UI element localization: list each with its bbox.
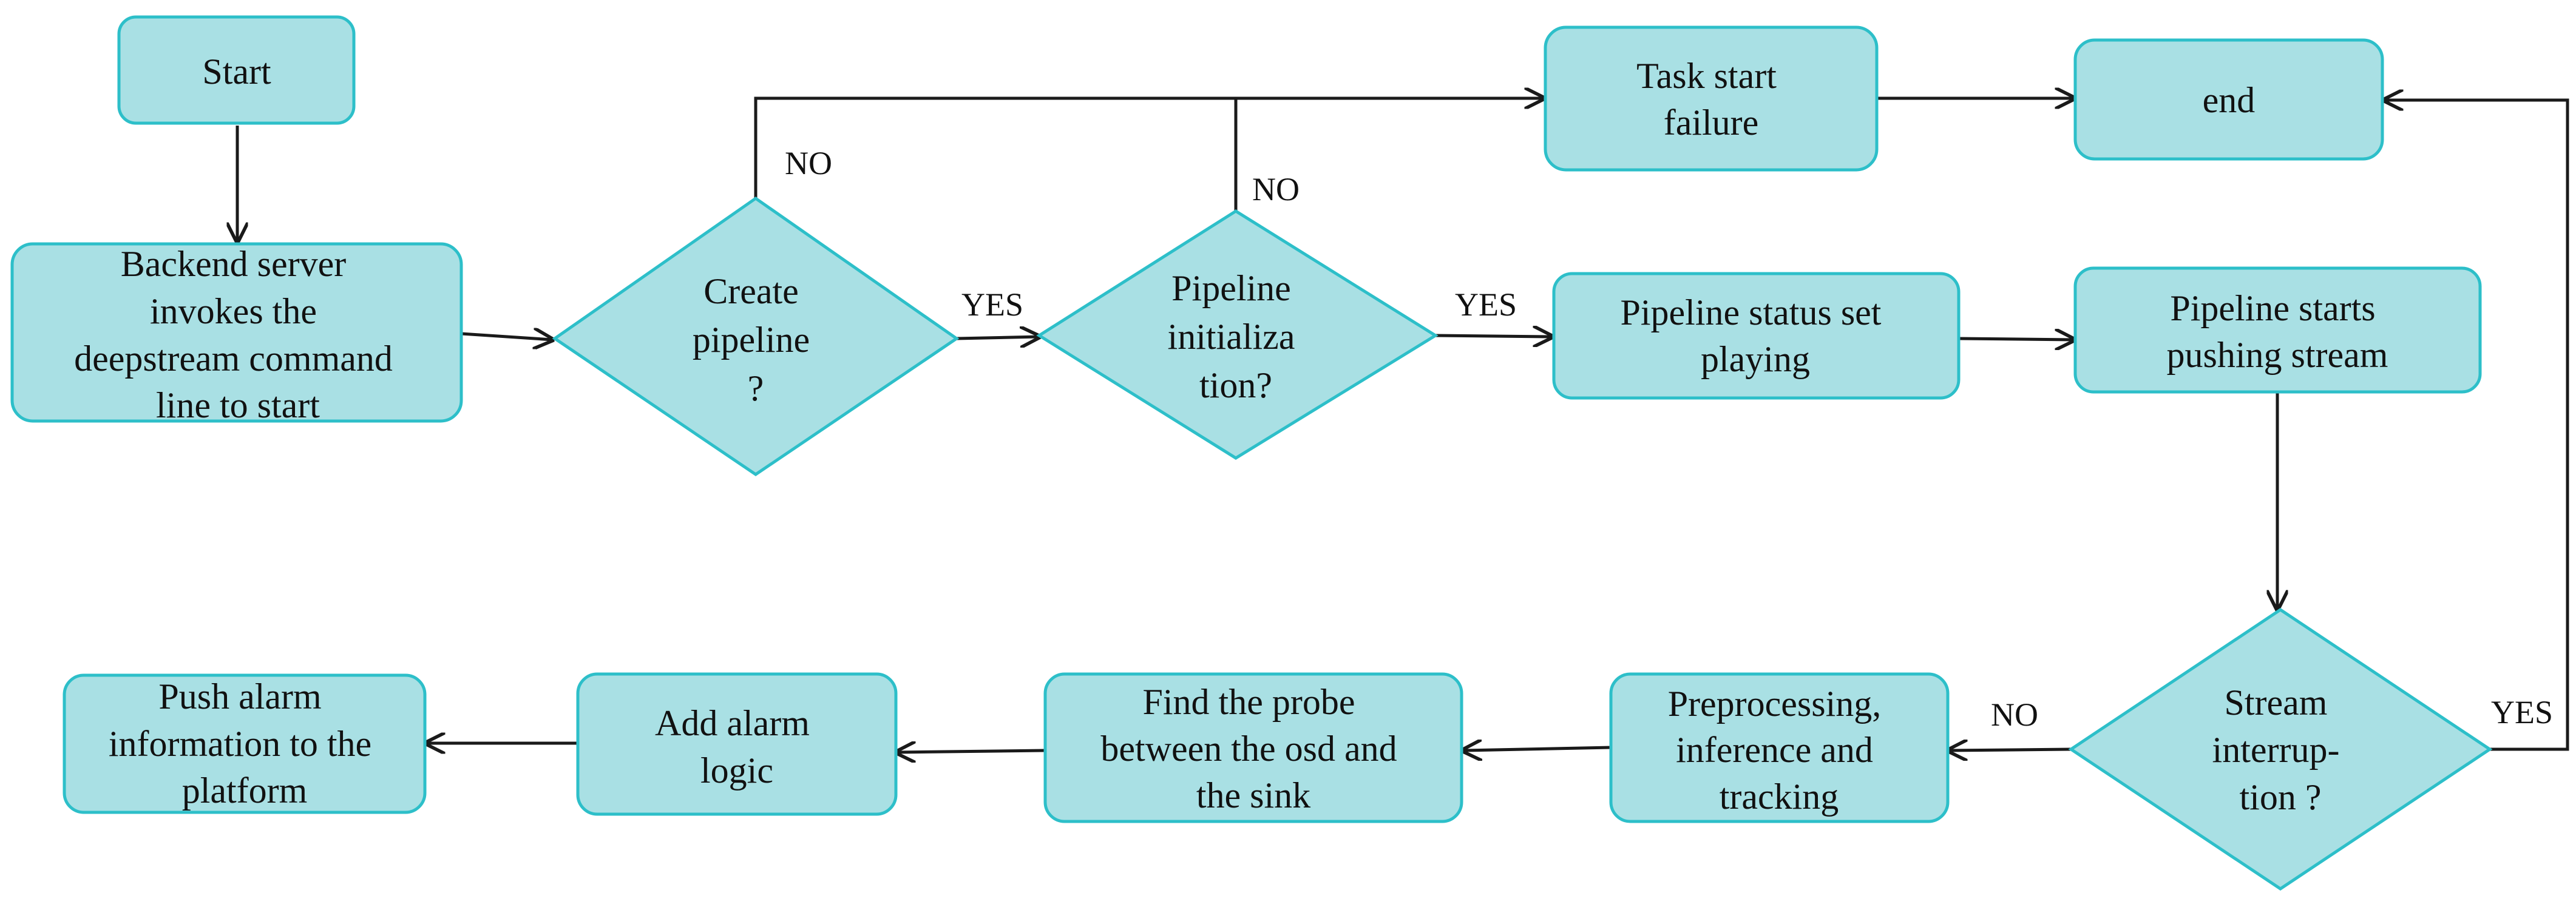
node-preprocess-label: Preprocessing, inference and tracking xyxy=(1668,684,1891,817)
edge-stream-interrupt-to-preprocess xyxy=(1948,749,2072,750)
node-push-alarm: Push alarm information to the platform xyxy=(63,673,427,814)
node-preprocess-line-1: Preprocessing, xyxy=(1668,684,1882,724)
node-status-playing: Pipeline status set playing xyxy=(1552,272,1961,400)
node-stream-interrupt-label: Stream interrup- tion ? xyxy=(2212,683,2349,817)
node-preprocess: Preprocessing, inference and tracking xyxy=(1609,672,1950,823)
node-push-alarm-line-3: platform xyxy=(182,770,308,811)
node-create-pipeline-shape xyxy=(552,196,960,477)
node-push-alarm-label: Push alarm information to the platform xyxy=(109,676,381,811)
node-alarm-logic-line-1: Add alarm xyxy=(655,703,810,743)
node-task-fail-shape xyxy=(1544,25,1879,172)
edge-probe-to-alarm-logic xyxy=(897,750,1046,752)
node-stream-interrupt-line-1: Stream xyxy=(2225,683,2328,723)
node-end-shape xyxy=(2073,38,2384,161)
node-task-fail-line-2: failure xyxy=(1664,103,1759,143)
edge-label-pipeline-init-no: NO xyxy=(1252,171,1300,207)
node-stream-interrupt-line-3: tion ? xyxy=(2240,777,2322,817)
node-pipeline-init-line-2: initializa xyxy=(1168,317,1295,357)
node-status-playing-line-1: Pipeline status set xyxy=(1621,292,1882,332)
edge-label-pipeline-init-yes: YES xyxy=(1455,286,1517,323)
node-push-stream-line-1: Pipeline starts xyxy=(2170,288,2375,328)
node-push-stream-label: Pipeline starts pushing stream xyxy=(2167,288,2388,375)
node-probe-line-3: the sink xyxy=(1196,775,1310,815)
node-push-stream-shape xyxy=(2073,266,2482,394)
node-pipeline-init-line-3: tion? xyxy=(1199,365,1272,405)
edge-labels: YES NO NO YES YES NO xyxy=(785,145,2553,733)
edge-create-pipeline-to-pipeline-init xyxy=(956,337,1039,339)
node-create-pipeline-line-2: pipeline xyxy=(693,320,810,360)
node-status-playing-line-2: playing xyxy=(1701,339,1810,379)
node-probe-line-1: Find the probe xyxy=(1143,682,1355,722)
node-stream-interrupt: Stream interrup- tion ? xyxy=(2068,607,2493,891)
node-preprocess-line-2: inference and xyxy=(1676,730,1873,770)
node-alarm-logic-line-2: logic xyxy=(700,750,773,791)
node-status-playing-label: Pipeline status set playing xyxy=(1621,292,1891,379)
node-task-fail: Task start failure xyxy=(1544,25,1879,172)
node-backend-line-1: Backend server xyxy=(121,244,347,284)
node-probe: Find the probe between the osd and the s… xyxy=(1043,672,1463,823)
node-probe-line-2: between the osd and xyxy=(1100,729,1397,769)
node-start-shape xyxy=(117,15,356,125)
edge-pipeline-init-to-status-playing xyxy=(1435,335,1552,337)
node-push-alarm-line-2: information to the xyxy=(109,724,371,764)
node-pipeline-init-line-1: Pipeline xyxy=(1171,268,1291,308)
node-probe-label: Find the probe between the osd and the s… xyxy=(1100,682,1406,815)
edge-label-create-pipeline-no: NO xyxy=(785,145,832,181)
edge-preprocess-to-probe xyxy=(1463,747,1612,750)
edge-label-create-pipeline-yes: YES xyxy=(961,286,1023,323)
node-pipeline-init: Pipeline initializa tion? xyxy=(1036,209,1439,460)
edge-backend-to-create-pipeline xyxy=(461,334,552,340)
node-backend: Backend server invokes the deepstream co… xyxy=(10,242,463,425)
node-start: Start xyxy=(117,15,356,125)
node-task-fail-line-1: Task start xyxy=(1636,56,1777,96)
node-task-fail-label: Task start failure xyxy=(1636,56,1786,143)
edge-status-playing-to-push-stream xyxy=(1958,339,2074,340)
node-pipeline-init-shape xyxy=(1036,209,1439,460)
node-create-pipeline-line-1: Create xyxy=(703,271,799,311)
node-pipeline-init-label: Pipeline initializa tion? xyxy=(1168,268,1304,405)
node-status-playing-shape xyxy=(1552,272,1961,400)
node-stream-interrupt-line-2: interrup- xyxy=(2212,730,2340,770)
node-backend-shape xyxy=(10,242,463,423)
node-push-stream: Pipeline starts pushing stream xyxy=(2073,266,2482,394)
node-alarm-logic-shape xyxy=(576,672,898,816)
edge-label-stream-interrupt-no: NO xyxy=(1991,696,2038,733)
node-preprocess-line-3: tracking xyxy=(1720,777,1839,817)
edges xyxy=(237,98,2569,752)
node-create-pipeline-line-3: ? xyxy=(748,368,764,408)
node-create-pipeline: Create pipeline ? xyxy=(552,196,960,477)
node-stream-interrupt-shape xyxy=(2068,607,2493,891)
node-backend-line-4: line to start xyxy=(156,385,320,425)
node-backend-line-3: deepstream command xyxy=(74,339,393,379)
node-probe-shape xyxy=(1043,672,1463,823)
node-alarm-logic-label: Add alarm logic xyxy=(655,703,819,791)
node-push-alarm-shape xyxy=(63,673,427,814)
node-push-alarm-line-1: Push alarm xyxy=(158,676,321,716)
node-backend-line-2: invokes the xyxy=(150,291,317,331)
edge-stream-interrupt-to-end xyxy=(2384,100,2569,751)
node-push-stream-line-2: pushing stream xyxy=(2167,335,2388,375)
node-end-label: end xyxy=(2203,80,2256,120)
node-preprocess-shape xyxy=(1609,672,1950,823)
node-start-label: Start xyxy=(202,52,271,92)
node-create-pipeline-label: Create pipeline ? xyxy=(693,271,819,408)
node-backend-label: Backend server invokes the deepstream co… xyxy=(74,244,402,425)
edge-label-stream-interrupt-yes: YES xyxy=(2491,694,2553,730)
node-alarm-logic: Add alarm logic xyxy=(576,672,898,816)
node-end: end xyxy=(2073,38,2384,161)
edge-create-pipeline-to-task-fail xyxy=(754,98,1544,198)
